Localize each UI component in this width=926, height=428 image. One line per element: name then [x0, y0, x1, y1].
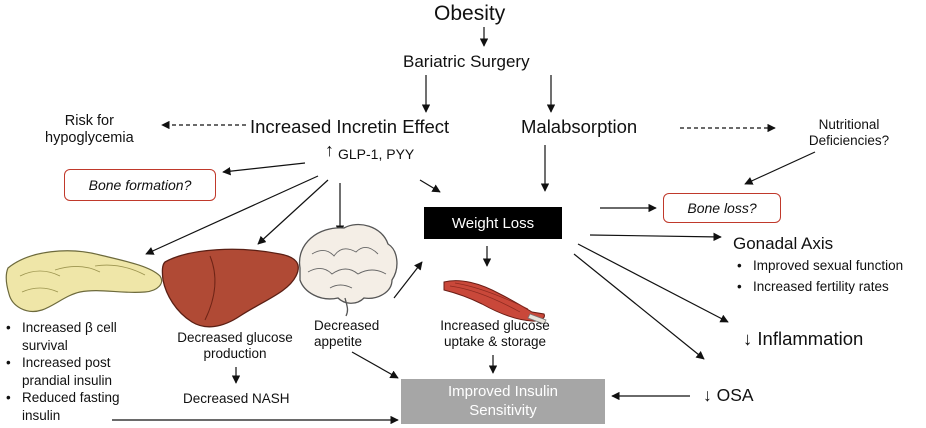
list-item: Reduced fasting insulin: [4, 389, 154, 424]
bariatric-surgery-label: Bariatric Surgery: [403, 52, 530, 71]
nutritional-deficiencies-label: Nutritional Deficiencies?: [808, 117, 890, 148]
arrow-weightloss-inflammation: [577, 243, 729, 323]
muscle-effect-label: Increased glucose uptake & storage: [440, 318, 550, 349]
pancreas-effects-list: Increased β cell survival Increased post…: [4, 319, 154, 424]
list-item: Increased post prandial insulin: [4, 354, 154, 389]
malabsorption-label: Malabsorption: [521, 116, 638, 137]
bone-loss-box: Bone loss?: [663, 193, 781, 223]
list-item: Improved sexual function: [735, 257, 913, 275]
pancreas-image: [5, 250, 163, 312]
appetite-label: Decreased appetite: [314, 318, 380, 349]
arrow-appetite-insulin: [351, 351, 399, 379]
arrow-glp-pancreas: [145, 175, 319, 255]
insulin-sensitivity-box: Improved Insulin Sensitivity: [401, 379, 605, 424]
bone-formation-box: Bone formation?: [64, 169, 216, 201]
up-arrow-icon: ↑: [325, 140, 334, 160]
osa-label: ↓ OSA: [703, 385, 754, 405]
arrow-glp-boneformation: [222, 162, 306, 176]
brain-image: [298, 223, 398, 317]
inflammation-label: ↓ Inflammation: [743, 328, 864, 349]
liver-image: [161, 248, 299, 328]
glp-pyy-label: GLP-1, PYY: [338, 146, 415, 162]
list-item: Increased β cell survival: [4, 319, 154, 354]
liver-effect-label: Decreased glucose production: [177, 330, 293, 361]
gonadal-axis-list: Improved sexual function Increased ferti…: [735, 257, 913, 295]
weight-loss-box: Weight Loss: [424, 207, 562, 239]
muscle-image: [443, 280, 547, 325]
arrow-brain-weightloss: [393, 261, 423, 299]
obesity-title: Obesity: [434, 2, 506, 25]
nash-label: Decreased NASH: [183, 391, 290, 406]
list-item: Increased fertility rates: [735, 278, 913, 296]
incretin-effect-label: Increased Incretin Effect: [250, 116, 450, 137]
arrow-weightloss-osa: [573, 253, 705, 360]
gonadal-axis-title: Gonadal Axis: [733, 234, 834, 253]
arrow-weightloss-gonadal: [589, 232, 722, 242]
arrow-glp-weightloss: [419, 179, 441, 193]
hypoglycemia-label: Risk for hypoglycemia: [45, 113, 134, 146]
arrow-glp-liver: [257, 179, 329, 245]
arrow-nutritional-boneloss: [744, 151, 816, 185]
